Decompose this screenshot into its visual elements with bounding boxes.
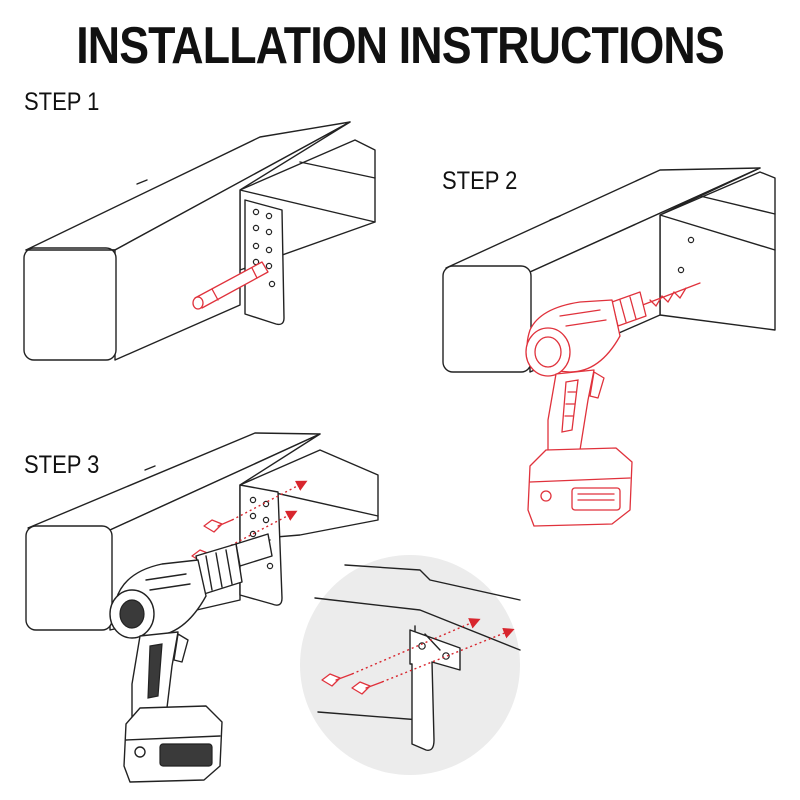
drill-icon [525,282,701,527]
step-2-illustration [442,167,776,527]
step-1-bracket [244,199,285,326]
screw-icon [321,673,383,695]
pencil-icon [192,261,269,310]
drill-icon [109,533,273,783]
step-3-illustration [25,432,521,783]
arrow-icon [221,480,308,551]
step-1-frame-beam [23,121,376,361]
step-1-illustration [23,121,376,361]
step-1-label: STEP 1 [24,88,100,116]
detail-zoom-circle [300,555,521,775]
page-title: INSTALLATION INSTRUCTIONS [76,17,724,75]
step-3-label: STEP 3 [24,451,100,479]
step-2-label: STEP 2 [442,167,518,195]
arrow-icon [351,618,515,683]
